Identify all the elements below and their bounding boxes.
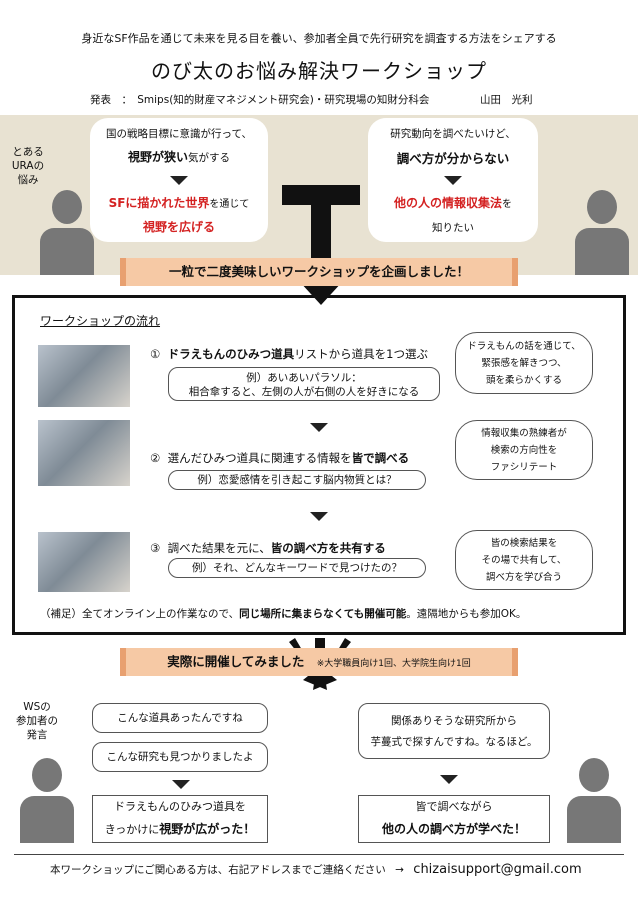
presenter-affiliation: 発表 ： Smips(知的財産マネジメント研究会)・研究現場の知財分科会 xyxy=(90,94,430,106)
step3-title: ③ 調べた結果を元に、皆の調べ方を共有する xyxy=(150,540,386,556)
person-icon xyxy=(18,758,74,843)
down-arrow-icon xyxy=(170,176,188,185)
down-arrow-icon xyxy=(310,423,328,432)
presenter-name: 山田 光利 xyxy=(480,94,533,106)
problem-right-em: 調べ方が分からない xyxy=(396,151,510,166)
result-right-line1: 皆で調べながら xyxy=(415,800,493,813)
person-icon xyxy=(565,758,621,843)
footer-text: 本ワークショップにご関心ある方は、右記アドレスまでご連絡ください xyxy=(50,864,386,876)
footer-divider xyxy=(14,854,624,855)
step2-photo xyxy=(38,420,130,486)
page-title: のび太のお悩み解決ワークショップ xyxy=(151,59,487,83)
problem-left-em: 視野が狭い xyxy=(127,150,188,164)
footnote-em: 同じ場所に集まらなくても開催可能 xyxy=(239,608,407,620)
banner-plan: 一粒で二度美味しいワークショップを企画しました！ xyxy=(120,258,518,286)
problem-right-solution: 他の人の情報収集法 xyxy=(393,196,502,210)
result-left: ドラえもんのひみつ道具を きっかけに視野が広がった！ xyxy=(92,795,268,843)
down-arrow-icon xyxy=(310,512,328,521)
problem-right-solution-rest: を xyxy=(502,199,512,210)
banner-result-main: 実際に開催してみました xyxy=(167,654,305,669)
voices-side-label: WSの 参加者の 発言 xyxy=(16,701,58,741)
step1-em: ドラえもんのひみつ道具 xyxy=(167,347,295,361)
step1-number: ① xyxy=(150,347,161,361)
step3-em: 皆の調べ方を共有する xyxy=(270,541,386,555)
footer-email[interactable]: chizaisupport@gmail.com xyxy=(413,862,582,877)
problem-left-solution: SFに描かれた世界 xyxy=(108,196,210,210)
banner-result-sub: ※大学職員向け1回、大学院生向け1回 xyxy=(316,659,471,669)
down-arrow-icon xyxy=(172,780,190,789)
voice-left-2: こんな研究も見つかりましたよ xyxy=(92,742,268,772)
footnote-post: 。遠隔地からも参加OK。 xyxy=(406,608,527,620)
problem-left-goal: 視野を広げる xyxy=(142,220,215,234)
step1-post: リストから道具を1つ選ぶ xyxy=(294,347,428,361)
subtitle: 身近なSF作品を通じて未来を見る目を養い、参加者全員で先行研究を調査する方法をシ… xyxy=(81,32,557,45)
workflow-footnote: （補足）全てオンライン上の作業なので、同じ場所に集まらなくても開催可能。遠隔地か… xyxy=(40,606,526,621)
result-right-em: 他の人の調べ方が学べた！ xyxy=(381,822,526,836)
person-icon xyxy=(38,190,94,275)
step1-example: 例）あいあいパラソル： 相合傘すると、左側の人が右側の人を好きになる xyxy=(168,367,440,401)
workflow-box xyxy=(12,295,626,635)
step2-note: 情報収集の熟練者が 検索の方向性を ファシリテート xyxy=(455,420,593,480)
step1-photo xyxy=(38,345,130,407)
step2-number: ② xyxy=(150,451,161,465)
result-left-line1: ドラえもんのひみつ道具を xyxy=(114,800,246,813)
result-left-em: 視野が広がった！ xyxy=(159,822,256,836)
down-arrow-icon xyxy=(444,176,462,185)
workflow-heading: ワークショップの流れ xyxy=(40,314,161,328)
footer: 本ワークショップにご関心ある方は、右記アドレスまでご連絡ください → chiza… xyxy=(50,862,582,877)
result-left-pre: きっかけに xyxy=(104,823,160,836)
step2-example: 例）恋愛感情を引き起こす脳内物質とは？ xyxy=(168,470,426,490)
result-right: 皆で調べながら 他の人の調べ方が学べた！ xyxy=(358,795,550,843)
step3-pre: 調べた結果を元に、 xyxy=(167,541,271,555)
voice-right: 関係ありそうな研究所から 芋蔓式で探すんですね。なるほど。 xyxy=(358,703,550,759)
step2-title: ② 選んだひみつ道具に関連する情報を皆で調べる xyxy=(150,450,409,466)
problem-bubble-right: 研究動向を調べたいけど、 調べ方が分からない 他の人の情報収集法を 知りたい xyxy=(368,118,538,242)
problem-left-solution-rest: を通じて xyxy=(209,199,250,210)
footer-arrow: → xyxy=(395,864,404,876)
merge-arrow-icon xyxy=(282,185,360,305)
step3-photo xyxy=(38,532,130,592)
banner-result: 実際に開催してみました ※大学職員向け1回、大学院生向け1回 xyxy=(120,648,518,676)
step2-pre: 選んだひみつ道具に関連する情報を xyxy=(167,451,352,465)
problem-right-line1: 研究動向を調べたいけど、 xyxy=(390,128,516,140)
step1-title: ① ドラえもんのひみつ道具リストから道具を1つ選ぶ xyxy=(150,346,428,362)
down-arrow-icon xyxy=(440,775,458,784)
person-icon xyxy=(573,190,629,275)
voice-right-line1: 関係ありそうな研究所から xyxy=(391,715,517,727)
problem-left-rest: 気がする xyxy=(188,152,230,164)
step3-number: ③ xyxy=(150,541,161,555)
problem-right-line4: 知りたい xyxy=(432,222,474,234)
step3-note: 皆の検索結果を その場で共有して、 調べ方を学び合う xyxy=(455,530,593,590)
problem-bubble-left: 国の戦略目標に意識が行って、 視野が狭い気がする SFに描かれた世界を通じて 視… xyxy=(90,118,268,242)
footnote-pre: （補足）全てオンライン上の作業なので、 xyxy=(40,608,240,620)
step1-note: ドラえもんの話を通じて、 緊張感を解きつつ、 頭を柔らかくする xyxy=(455,332,593,394)
voice-right-line2: 芋蔓式で探すんですね。なるほど。 xyxy=(370,736,538,748)
problem-side-label: とある URAの 悩み xyxy=(11,146,45,186)
voice-left-1: こんな道具あったんですね xyxy=(92,703,268,733)
problem-left-line1: 国の戦略目標に意識が行って、 xyxy=(106,128,252,140)
step2-em: 皆で調べる xyxy=(351,451,410,465)
step3-example: 例）それ、どんなキーワードで見つけたの？ xyxy=(168,558,426,578)
